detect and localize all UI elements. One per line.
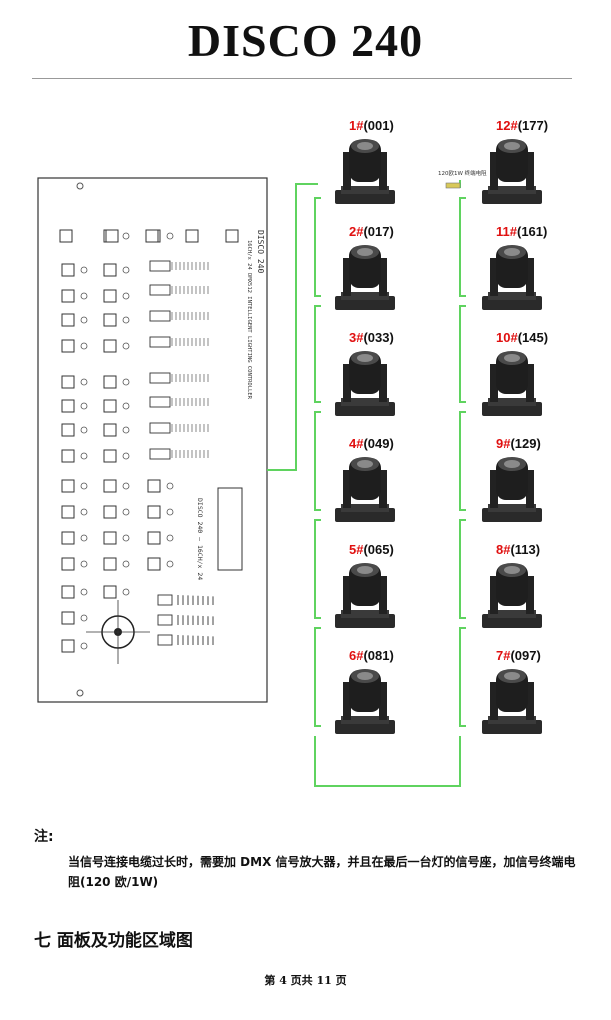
fixture-address: (065) — [363, 542, 393, 557]
cable-left-1 — [315, 198, 321, 296]
fixture-address: (113) — [510, 542, 540, 557]
fixture-number: 7# — [496, 648, 511, 663]
fixture-left-4: 4#(049) — [335, 436, 395, 522]
fixture-address: (001) — [363, 118, 393, 133]
fixture-label: 5#(065) — [349, 542, 394, 557]
fixture-right-5: 8#(113) — [482, 542, 542, 628]
fixture-label: 6#(081) — [349, 648, 394, 663]
cable-left-4 — [315, 520, 321, 618]
lcd-display — [218, 488, 242, 570]
fixture-label: 9#(129) — [496, 436, 541, 451]
fixture-number: 1# — [349, 118, 364, 133]
cable-left-5 — [315, 628, 321, 726]
terminator-resistor: 120欧1W 终端电阻 — [438, 169, 487, 188]
fixture-left-1: 1#(001) — [335, 118, 395, 204]
fixture-address: (145) — [518, 330, 548, 345]
fixture-right-2: 11#(161) — [482, 224, 547, 310]
display-label: DISCO 240 — 16CH/x 24 — [196, 498, 204, 580]
fixture-right-4: 9#(129) — [482, 436, 542, 522]
fixture-label: 3#(033) — [349, 330, 394, 345]
fixture-address: (017) — [363, 224, 393, 239]
fixture-address: (081) — [363, 648, 393, 663]
fixture-number: 5# — [349, 542, 364, 557]
section-heading: 七 面板及功能区域图 — [34, 926, 193, 951]
fixture-label: 11#(161) — [496, 224, 547, 239]
fixture-number: 10# — [496, 330, 518, 345]
fixtures: 1#(001) 2#(017) 3#(033) 4#(049) 5#(065) 6#(08… — [335, 118, 548, 734]
fixture-left-6: 6#(081) — [335, 648, 395, 734]
fixture-label: 1#(001) — [349, 118, 394, 133]
cable-right-2 — [460, 306, 466, 402]
cable-left-3 — [315, 412, 321, 510]
fixture-number: 11# — [496, 224, 518, 239]
fixture-left-2: 2#(017) — [335, 224, 395, 310]
fixture-label: 8#(113) — [496, 542, 540, 557]
fixture-number: 3# — [349, 330, 364, 345]
fixture-address: (097) — [510, 648, 540, 663]
note-label: 注: — [34, 826, 54, 846]
cable-controller — [267, 184, 318, 470]
fixture-left-5: 5#(065) — [335, 542, 395, 628]
cable-right-3 — [460, 412, 466, 510]
cable-bottom — [315, 736, 460, 786]
fixture-label: 7#(097) — [496, 648, 541, 663]
fixture-label: 10#(145) — [496, 330, 548, 345]
controller-subtitle: 16CH/x 24 DMX512 INTELLIGENT LIGHTING CO… — [246, 240, 252, 400]
fixture-address: (177) — [518, 118, 548, 133]
fixture-right-1: 12#(177) — [482, 118, 548, 204]
fixture-right-3: 10#(145) — [482, 330, 548, 416]
cable-right-5 — [460, 628, 466, 726]
fixture-number: 8# — [496, 542, 511, 557]
fixture-address: (033) — [363, 330, 393, 345]
note-text: 当信号连接电缆过长时，需要加 DMX 信号放大器，并且在最后一台灯的信号座，加信… — [68, 852, 578, 892]
fixture-address: (161) — [517, 224, 547, 239]
fixture-number: 12# — [496, 118, 518, 133]
fixture-number: 2# — [349, 224, 364, 239]
dmx-wiring-diagram: DISCO 240 16CH/x 24 DMX512 INTELLIGENT L… — [0, 0, 611, 820]
fixture-address: (049) — [363, 436, 393, 451]
fixture-right-6: 7#(097) — [482, 648, 542, 734]
cable-left-2 — [315, 306, 321, 402]
controller-brand: DISCO 240 — [256, 230, 265, 274]
controller-panel: DISCO 240 16CH/x 24 DMX512 INTELLIGENT L… — [38, 178, 267, 702]
fixture-label: 2#(017) — [349, 224, 394, 239]
fixture-number: 6# — [349, 648, 364, 663]
fixture-left-3: 3#(033) — [335, 330, 395, 416]
fixture-number: 9# — [496, 436, 511, 451]
cable-right-4 — [460, 520, 466, 618]
fixture-address: (129) — [510, 436, 540, 451]
fixture-label: 12#(177) — [496, 118, 548, 133]
page-footer: 第 4 页共 11 页 — [0, 972, 611, 988]
fixture-number: 4# — [349, 436, 364, 451]
resistor-label: 120欧1W 终端电阻 — [438, 169, 487, 177]
fixture-label: 4#(049) — [349, 436, 394, 451]
cable-right-1 — [460, 198, 466, 296]
